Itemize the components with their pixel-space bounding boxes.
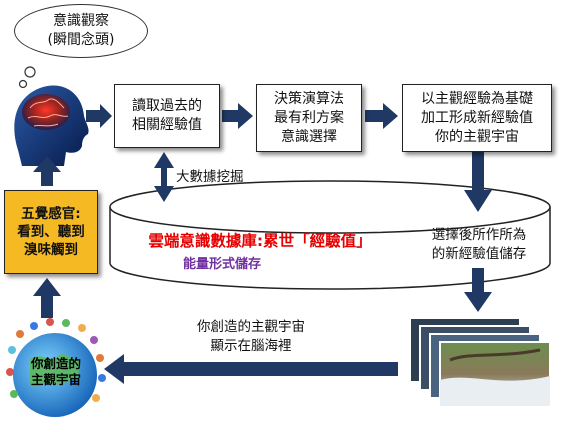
- arrow-subjective-to-db: [464, 150, 492, 212]
- store-line-1: 選擇後所作所為: [431, 227, 527, 243]
- store-label: 選擇後所作所為 的新經驗值儲存: [420, 226, 538, 264]
- arrow-read-to-decide: [222, 103, 253, 129]
- bubble-line-2: (瞬間念頭): [47, 32, 115, 48]
- arrow-globe-to-senses: [33, 278, 61, 318]
- cloud-database-cylinder: [109, 180, 551, 290]
- senses-line-1: 五覺感官:: [21, 206, 81, 222]
- read-line-1: 讀取過去的: [132, 98, 202, 114]
- decision-algorithm-box: 決策演算法 最有利方案 意識選擇: [256, 84, 362, 152]
- arrow-decide-to-subjective: [365, 103, 398, 129]
- decide-line-3: 意識選擇: [281, 128, 337, 145]
- brain-head-icon: [14, 85, 89, 166]
- five-senses-box: 五覺感官: 看到、聽到 溴味觸到: [4, 190, 98, 274]
- display-line-1: 你創造的主觀宇宙: [197, 319, 305, 335]
- subjective-line-3: 你的主觀宇宙: [435, 128, 519, 145]
- thought-bubble: 意識觀察 (瞬間念頭): [14, 4, 148, 58]
- arrow-photos-to-globe: [104, 354, 398, 384]
- cloud-db-subtitle: 能量形式儲存: [182, 257, 261, 272]
- photo-stack-icon: [409, 317, 551, 407]
- globe-people-icon: [6, 318, 106, 417]
- display-line-2: 顯示在腦海裡: [210, 338, 292, 354]
- globe-line-2: 主觀宇宙: [30, 372, 81, 387]
- globe-label: 你創造的 主觀宇宙: [20, 356, 92, 388]
- senses-line-2: 看到、聽到: [17, 224, 85, 240]
- globe-line-1: 你創造的: [30, 356, 81, 371]
- bubble-line-1: 意識觀察: [53, 13, 109, 29]
- read-experience-box: 讀取過去的 相關經驗值: [114, 84, 220, 148]
- bigdata-label: 大數據挖掘: [176, 169, 244, 185]
- subjective-line-2: 加工形成新經驗值: [421, 109, 533, 126]
- arrow-db-to-photos: [464, 268, 492, 312]
- thought-bubble-tail: [18, 66, 36, 89]
- arrow-brain-to-read: [86, 104, 112, 128]
- senses-line-3: 溴味觸到: [24, 242, 78, 258]
- store-line-2: 的新經驗值儲存: [431, 246, 527, 262]
- subjective-experience-box: 以主觀經驗為基礎 加工形成新經驗值 你的主觀宇宙: [402, 84, 552, 152]
- read-line-2: 相關經驗值: [132, 117, 202, 133]
- subjective-line-1: 以主觀經驗為基礎: [421, 90, 533, 107]
- arrow-bigdata-bidirectional: [154, 152, 174, 202]
- arrow-senses-to-brain: [33, 156, 61, 186]
- display-label: 你創造的主觀宇宙 顯示在腦海裡: [176, 318, 326, 356]
- cloud-db-title: 雲端意識數據庫:累世「經驗值」: [148, 232, 372, 250]
- decide-line-2: 最有利方案: [274, 109, 344, 126]
- decide-line-1: 決策演算法: [274, 90, 344, 107]
